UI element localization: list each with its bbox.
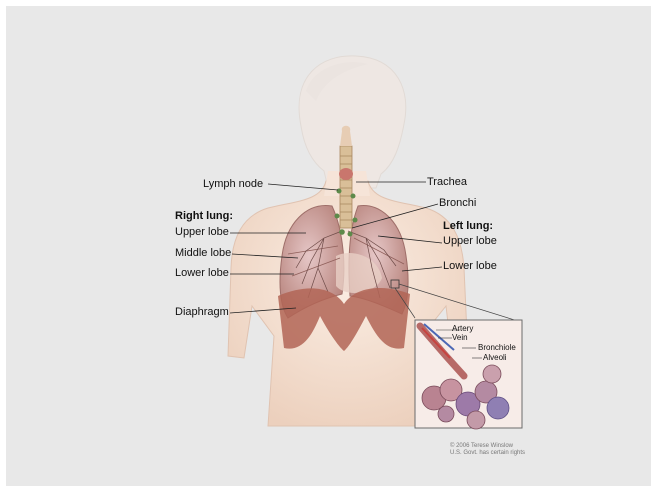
head-silhouette [299, 56, 406, 188]
credit-line-2: U.S. Govt. has certain rights [450, 450, 525, 457]
label-vein: Vein [452, 333, 468, 342]
label-alveoli: Alveoli [483, 353, 507, 362]
label-left-upper-lobe: Upper lobe [443, 235, 497, 248]
anatomy-drawing [6, 6, 651, 486]
credit-line-1: © 2006 Terese Winslow [450, 443, 513, 450]
label-lymph-node: Lymph node [203, 178, 263, 191]
label-left-lung-heading: Left lung: [443, 220, 493, 233]
label-left-lower-lobe: Lower lobe [443, 260, 497, 273]
label-bronchi: Bronchi [439, 197, 476, 210]
label-diaphragm: Diaphragm [175, 306, 229, 319]
illustration-canvas: Lymph node Trachea Bronchi Right lung: U… [6, 6, 651, 486]
trachea-shape [339, 126, 353, 228]
label-right-lung-heading: Right lung: [175, 210, 233, 223]
label-artery: Artery [452, 324, 473, 333]
label-middle-lobe: Middle lobe [175, 247, 231, 260]
label-right-lower-lobe: Lower lobe [175, 267, 229, 280]
label-bronchiole: Bronchiole [478, 343, 516, 352]
label-trachea: Trachea [427, 176, 467, 189]
label-right-upper-lobe: Upper lobe [175, 226, 229, 239]
